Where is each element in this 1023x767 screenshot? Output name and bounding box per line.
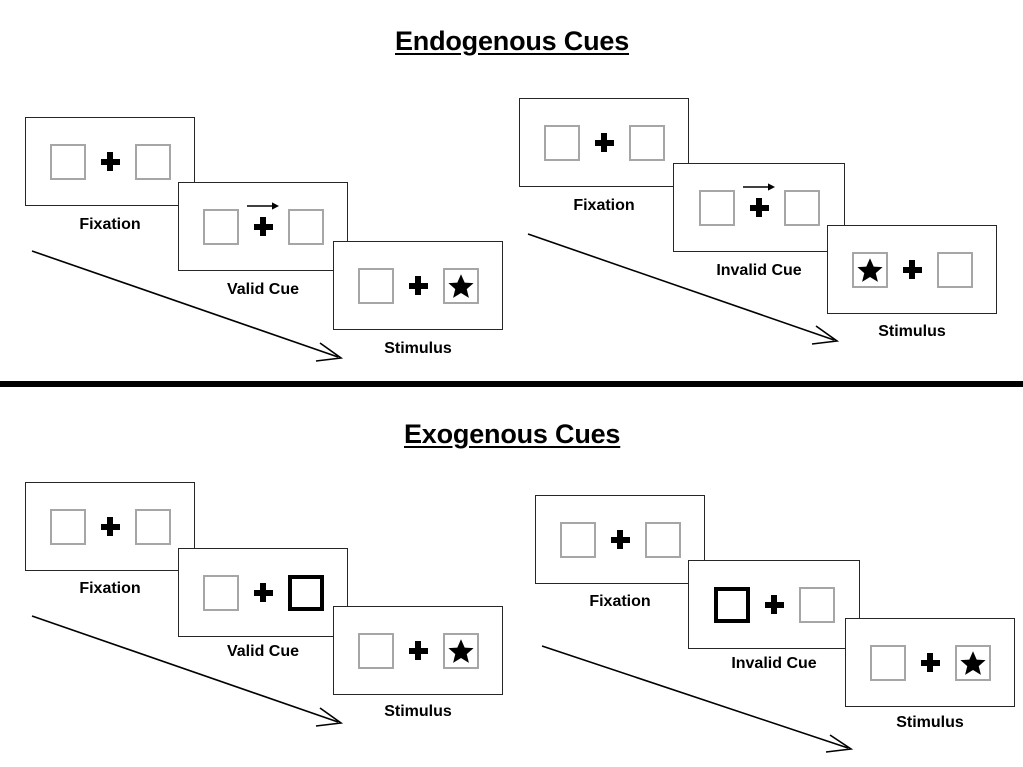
placeholder-box-right <box>134 508 171 545</box>
display-content <box>49 143 171 180</box>
trial-frame-endogenous-valid-cue <box>178 182 348 271</box>
trial-frame-exogenous-valid-stimulus <box>333 606 503 695</box>
cue-box-left <box>713 586 750 623</box>
display-content <box>543 124 665 161</box>
placeholder-box-left <box>202 574 239 611</box>
section-title-endogenous: Endogenous Cues <box>395 26 630 56</box>
placeholder-box-right <box>628 124 665 161</box>
stage-label-exogenous-valid-cue: Valid Cue <box>226 643 300 660</box>
display-content <box>851 251 973 288</box>
stimulus-box-right <box>442 267 479 304</box>
display-content <box>713 586 835 623</box>
display-content <box>869 644 991 681</box>
fixation-cross-icon <box>902 260 922 279</box>
placeholder-box-left <box>49 508 86 545</box>
display-content <box>559 521 681 558</box>
placeholder-box-right <box>134 143 171 180</box>
star-icon <box>959 650 986 675</box>
placeholder-box-left <box>357 632 394 669</box>
star-icon <box>856 257 883 282</box>
star-icon <box>447 273 474 298</box>
stage-label-exogenous-valid-stimulus: Stimulus <box>384 703 452 720</box>
arrow-right-icon <box>247 202 279 210</box>
fixation-cross-icon <box>594 133 614 152</box>
placeholder-box-left <box>559 521 596 558</box>
stage-label-exogenous-valid-fixation: Fixation <box>79 580 141 597</box>
placeholder-box-right <box>644 521 681 558</box>
trial-frame-endogenous-valid-fixation <box>25 117 195 206</box>
trial-frame-exogenous-invalid-cue <box>688 560 860 649</box>
placeholder-box-left <box>869 644 906 681</box>
stage-label-endogenous-valid-stimulus: Stimulus <box>384 340 452 357</box>
fixation-cross-icon <box>920 653 940 672</box>
placeholder-box-left <box>49 143 86 180</box>
placeholder-box-left <box>543 124 580 161</box>
star-icon <box>447 638 474 663</box>
placeholder-box-left <box>357 267 394 304</box>
trial-frame-endogenous-invalid-cue <box>673 163 845 252</box>
stage-label-endogenous-invalid-cue: Invalid Cue <box>716 262 802 279</box>
display-content <box>202 574 324 611</box>
placeholder-box-left <box>698 189 735 226</box>
trial-frame-exogenous-invalid-fixation <box>535 495 705 584</box>
stage-label-endogenous-invalid-stimulus: Stimulus <box>878 323 946 340</box>
fixation-cross-icon <box>100 152 120 171</box>
trial-frame-exogenous-valid-cue <box>178 548 348 637</box>
trial-frame-exogenous-valid-fixation <box>25 482 195 571</box>
stage-label-exogenous-invalid-cue: Invalid Cue <box>731 655 817 672</box>
placeholder-box-left <box>202 208 239 245</box>
fixation-cross-icon <box>253 583 273 602</box>
fixation-cross-icon <box>408 641 428 660</box>
stimulus-box-right <box>954 644 991 681</box>
stage-label-exogenous-invalid-fixation: Fixation <box>589 593 651 610</box>
stage-label-endogenous-valid-cue: Valid Cue <box>226 281 300 298</box>
display-content <box>202 202 324 245</box>
placeholder-box-right <box>287 208 324 245</box>
placeholder-box-right <box>798 586 835 623</box>
fixation-cross-icon <box>100 517 120 536</box>
section-divider <box>0 381 1023 387</box>
display-content <box>49 508 171 545</box>
trial-frame-endogenous-invalid-fixation <box>519 98 689 187</box>
placeholder-box-right <box>936 251 973 288</box>
stage-label-endogenous-valid-fixation: Fixation <box>79 216 141 233</box>
stage-label-exogenous-invalid-stimulus: Stimulus <box>896 714 964 731</box>
fixation-cross-icon <box>743 183 775 217</box>
stimulus-box-right <box>442 632 479 669</box>
placeholder-box-right <box>783 189 820 226</box>
trial-frame-endogenous-valid-stimulus <box>333 241 503 330</box>
trial-frame-endogenous-invalid-stimulus <box>827 225 997 314</box>
stimulus-box-left <box>851 251 888 288</box>
fixation-cross-icon <box>247 202 279 236</box>
fixation-cross-icon <box>408 276 428 295</box>
section-title-exogenous: Exogenous Cues <box>404 419 621 449</box>
fixation-cross-icon <box>610 530 630 549</box>
fixation-cross-icon <box>764 595 784 614</box>
stage-label-endogenous-invalid-fixation: Fixation <box>573 197 635 214</box>
trial-frame-exogenous-invalid-stimulus <box>845 618 1015 707</box>
arrow-right-icon <box>743 183 775 191</box>
display-content <box>698 183 820 226</box>
display-content <box>357 267 479 304</box>
display-content <box>357 632 479 669</box>
cue-box-right <box>287 574 324 611</box>
